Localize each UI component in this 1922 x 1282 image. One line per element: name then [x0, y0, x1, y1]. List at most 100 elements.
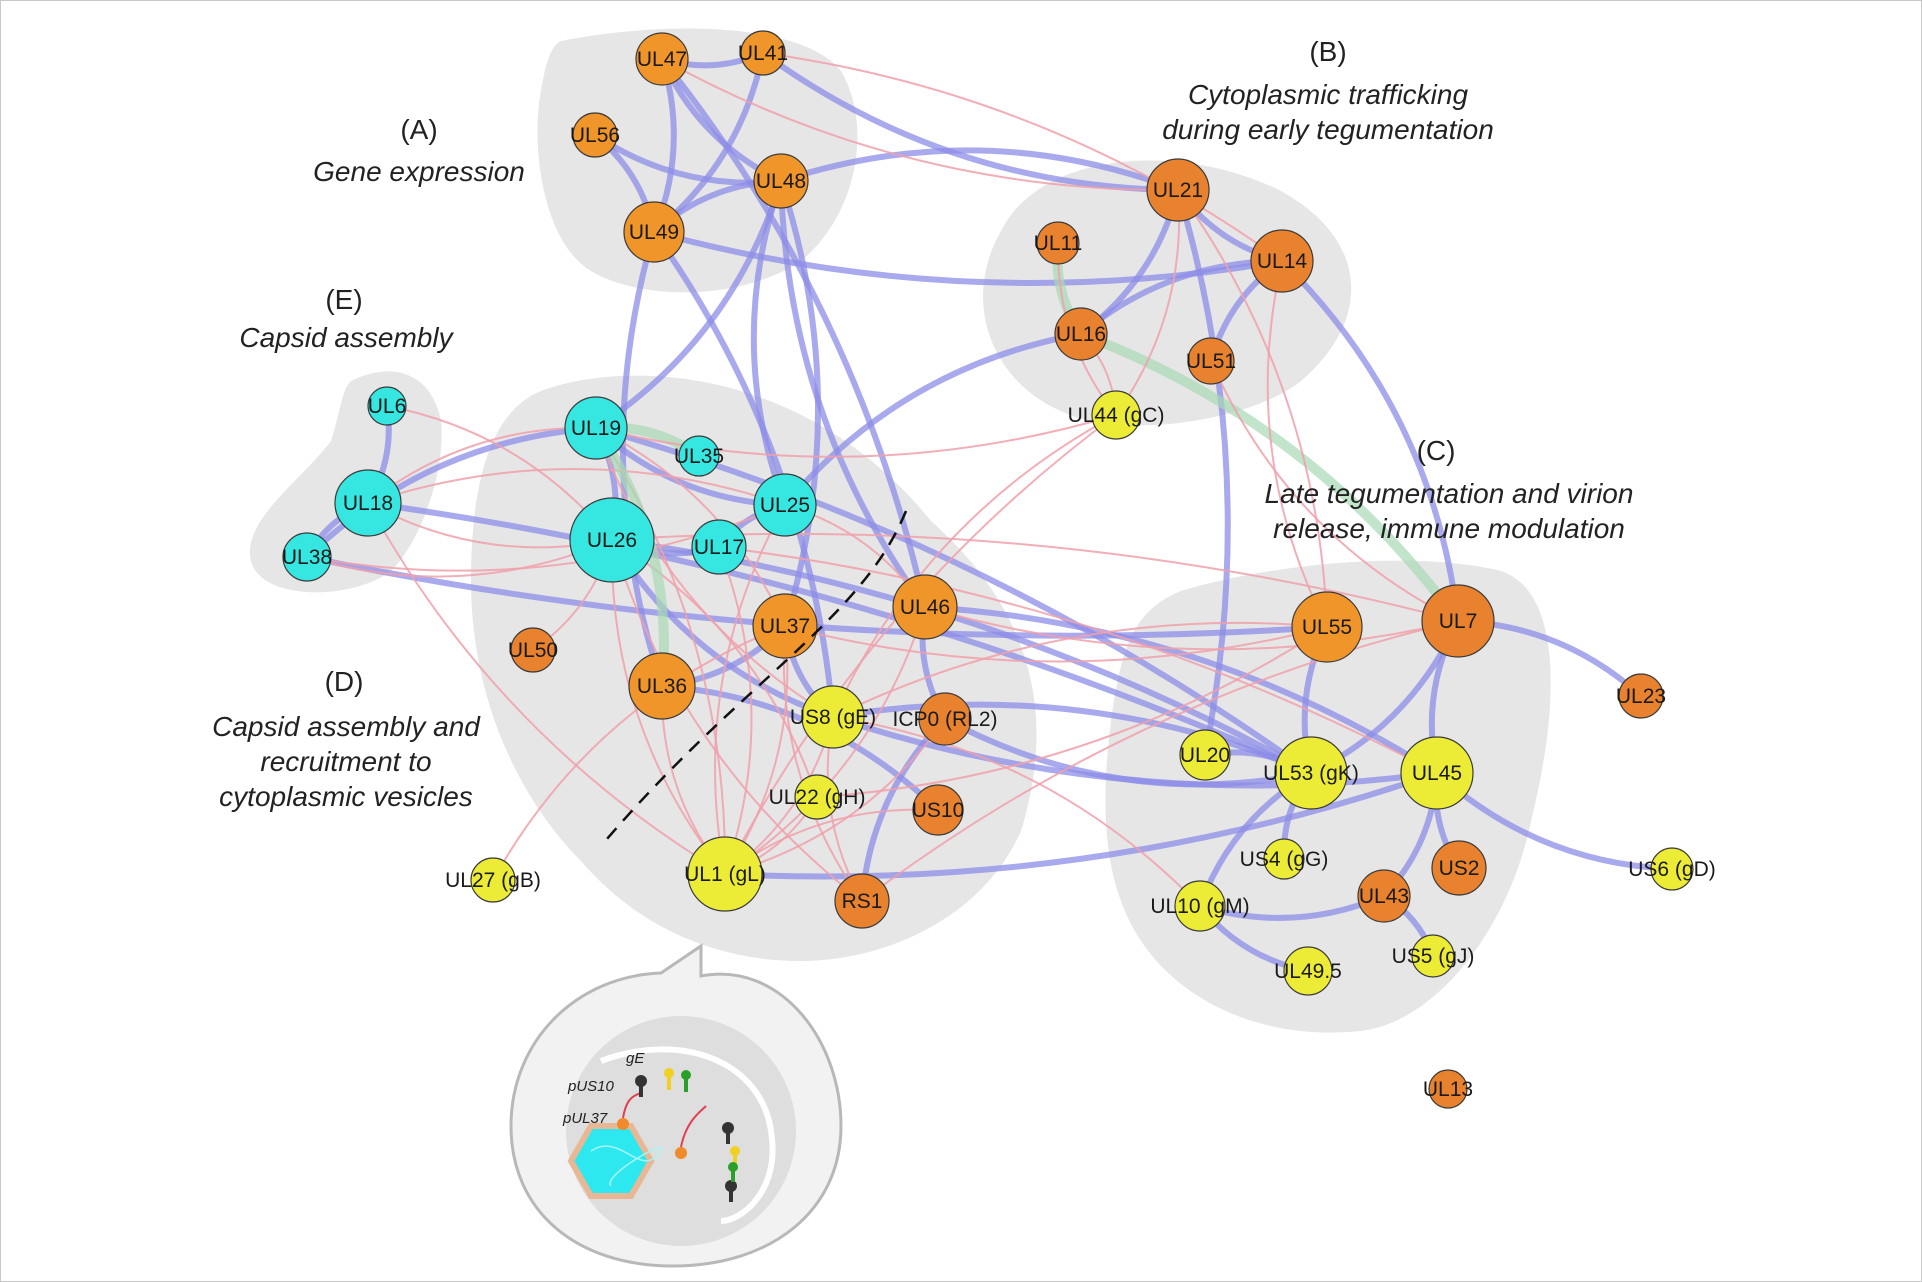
- inset-dna: [590, 1145, 663, 1187]
- node-ul49[interactable]: UL49: [623, 201, 685, 263]
- node-ul20-circle: [1179, 729, 1231, 781]
- node-ul17[interactable]: UL17: [691, 519, 747, 575]
- edge-ul18-ul1: [367, 502, 726, 875]
- edge-ul7-ul46: [924, 606, 1459, 651]
- node-ul21-circle: [1146, 158, 1210, 222]
- node-ul41[interactable]: UL41: [738, 30, 788, 76]
- node-ul7-circle: [1421, 584, 1495, 658]
- node-ul13-circle: [1428, 1069, 1468, 1109]
- edge-ul18-ul25: [367, 468, 786, 506]
- node-ul37[interactable]: UL37: [752, 593, 818, 659]
- node-ul48-circle: [753, 153, 809, 209]
- edge-ul51-ul7: [1210, 360, 1459, 622]
- node-ul38[interactable]: UL38: [282, 532, 332, 582]
- node-ul27[interactable]: UL27 (gB): [445, 857, 541, 903]
- node-ul50[interactable]: UL50: [508, 627, 558, 673]
- node-us8-circle: [801, 685, 865, 749]
- node-ul35[interactable]: UL35: [674, 435, 724, 477]
- node-ul26[interactable]: UL26: [569, 497, 655, 583]
- node-ul56[interactable]: UL56: [570, 112, 620, 158]
- node-ul23-label: UL23: [1616, 685, 1666, 708]
- node-rs1[interactable]: RS1: [834, 873, 890, 929]
- node-ul23[interactable]: UL23: [1616, 673, 1666, 719]
- edge-ul49-us8: [651, 229, 836, 720]
- node-ul10[interactable]: UL10 (gM): [1150, 880, 1250, 932]
- node-us10-circle: [912, 784, 964, 836]
- node-ul18-label: UL18: [343, 492, 393, 515]
- node-ul25[interactable]: UL25: [753, 473, 817, 537]
- node-ul46-circle: [892, 574, 958, 640]
- node-ul47-circle: [635, 32, 689, 86]
- node-ul1[interactable]: UL1 (gL): [684, 836, 766, 912]
- node-ul27-circle: [470, 857, 516, 903]
- group-C-desc-1: Late tegumentation and virion: [1265, 478, 1634, 509]
- node-ul19[interactable]: UL19: [564, 396, 628, 460]
- edge-ul1-ul45: [722, 770, 1440, 880]
- edge-ul16-ul7: [1076, 329, 1463, 626]
- node-us10[interactable]: US10: [912, 784, 965, 836]
- node-us6[interactable]: US6 (gD): [1628, 847, 1716, 891]
- node-ul16[interactable]: UL16: [1054, 307, 1108, 361]
- group-D-label: (D) Capsid assembly and recruitment to c…: [212, 666, 481, 812]
- node-ul36[interactable]: UL36: [628, 652, 696, 720]
- node-us8[interactable]: US8 (gE): [790, 685, 876, 749]
- edge-ul16-ul25: [782, 331, 1084, 508]
- edge-ul55-us8: [832, 621, 1328, 718]
- node-ul6[interactable]: UL6: [367, 386, 407, 426]
- node-us5[interactable]: US5 (gJ): [1392, 934, 1475, 978]
- node-ul11-label: UL11: [1034, 232, 1083, 255]
- node-ul51[interactable]: UL51: [1186, 337, 1236, 385]
- node-ul22[interactable]: UL22 (gH): [769, 774, 866, 820]
- node-ul46-label: UL46: [900, 596, 950, 619]
- node-ul11[interactable]: UL11: [1034, 221, 1083, 265]
- inset-pul37-dot: [617, 1118, 629, 1130]
- node-ul48[interactable]: UL48: [753, 153, 809, 209]
- edge-ul27-ul37: [492, 625, 786, 881]
- dashed-separator: [600, 510, 908, 847]
- node-us2[interactable]: US2: [1431, 840, 1487, 896]
- node-ul10-circle: [1174, 880, 1226, 932]
- node-ul46[interactable]: UL46: [892, 574, 958, 640]
- node-ul35-label: UL35: [674, 445, 724, 468]
- node-ul18[interactable]: UL18: [334, 469, 402, 537]
- node-ul7[interactable]: UL7: [1421, 584, 1495, 658]
- inset-label-ge: gE: [626, 1050, 645, 1067]
- node-ul43[interactable]: UL43: [1357, 869, 1411, 923]
- node-ul45[interactable]: UL45: [1400, 736, 1474, 810]
- edge-ul37-rs1: [782, 625, 863, 902]
- node-ul20[interactable]: UL20: [1179, 729, 1231, 781]
- node-ul47[interactable]: UL47: [635, 32, 689, 86]
- edge-ul26-rs1: [611, 539, 863, 902]
- node-ul14[interactable]: UL14: [1250, 229, 1314, 293]
- edge-ul41-ul14: [762, 52, 1283, 262]
- node-ul13[interactable]: UL13: [1423, 1069, 1473, 1109]
- node-ul21[interactable]: UL21: [1146, 158, 1210, 222]
- node-us4[interactable]: US4 (gG): [1240, 838, 1329, 880]
- inset-gl-icon: [681, 1070, 738, 1182]
- node-ul43-circle: [1357, 869, 1411, 923]
- node-ul53[interactable]: UL53 (gK): [1263, 736, 1359, 810]
- edge-ul17-ul45: [718, 546, 1438, 774]
- inset-illustration: gE pUS10 pUL37: [509, 943, 843, 1268]
- node-icp0[interactable]: ICP0 (RL2): [892, 692, 998, 746]
- node-ul49-5[interactable]: UL49.5: [1274, 946, 1342, 996]
- inset-ge-icon: [635, 1075, 737, 1202]
- edge-ul38-ul19: [304, 425, 599, 560]
- edge-ul26-ul22: [611, 539, 818, 798]
- node-rs1-label: RS1: [842, 890, 883, 913]
- edge-ul18-ul53: [365, 500, 1314, 776]
- node-ul21-label: UL21: [1153, 179, 1203, 202]
- edge-ul14-ul7: [1279, 258, 1461, 624]
- edge-ul21-ul20: [1175, 187, 1231, 758]
- edge-ul48-ul25: [750, 178, 788, 508]
- node-ul17-label: UL17: [694, 536, 744, 559]
- node-ul55[interactable]: UL55: [1291, 591, 1363, 663]
- edge-ul46-ul1: [724, 606, 926, 875]
- node-ul44[interactable]: UL44 (gC): [1068, 390, 1165, 440]
- node-ul38-label: UL38: [282, 546, 332, 569]
- group-A-desc: Gene expression: [313, 156, 525, 187]
- node-ul51-circle: [1187, 337, 1235, 385]
- node-ul1-label: UL1 (gL): [684, 863, 766, 886]
- node-us2-circle: [1431, 840, 1487, 896]
